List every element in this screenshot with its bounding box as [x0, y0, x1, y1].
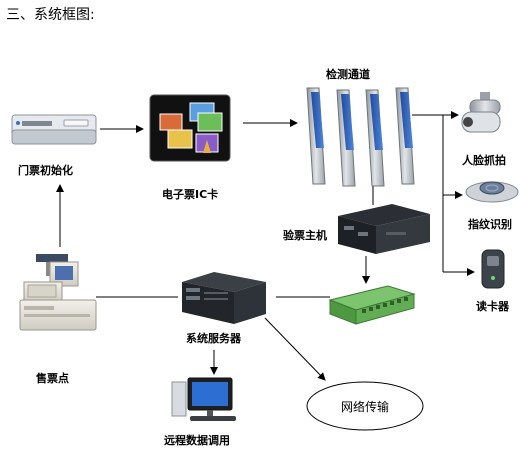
verify-host-icon — [338, 204, 430, 254]
line-gates-bus — [412, 114, 444, 272]
network-cloud — [306, 381, 424, 431]
ic-card-icon — [149, 94, 231, 162]
label-network: 网络传输 — [341, 400, 390, 414]
label-face-capture: 人脸抓拍 — [462, 154, 506, 167]
label-ticket-init: 门票初始化 — [18, 164, 73, 177]
connectors — [56, 111, 475, 381]
network-switch-icon — [328, 285, 416, 325]
turnstile-gates-icon — [306, 87, 415, 187]
label-ticket-office: 售票点 — [36, 372, 69, 385]
desktop-pc-icon — [171, 377, 236, 421]
label-remote-data: 远程数据调用 — [164, 434, 230, 447]
label-check-channel: 检测通道 — [326, 68, 370, 81]
pos-terminal-icon — [19, 254, 97, 331]
card-printer-icon — [11, 114, 97, 145]
fingerprint-scanner-icon — [465, 181, 519, 203]
card-reader-icon — [481, 249, 505, 289]
label-fingerprint: 指纹识别 — [468, 218, 512, 231]
arrow-server-to-network — [264, 317, 326, 381]
server-icon — [182, 272, 266, 324]
camera-icon — [461, 92, 501, 133]
section-heading: 三、系统框图: — [6, 7, 95, 23]
label-e-ticket: 电子票IC卡 — [162, 188, 219, 201]
label-system-server: 系统服务器 — [186, 332, 241, 345]
label-card-reader: 读卡器 — [476, 300, 509, 313]
label-verify-host: 验票主机 — [283, 229, 327, 242]
